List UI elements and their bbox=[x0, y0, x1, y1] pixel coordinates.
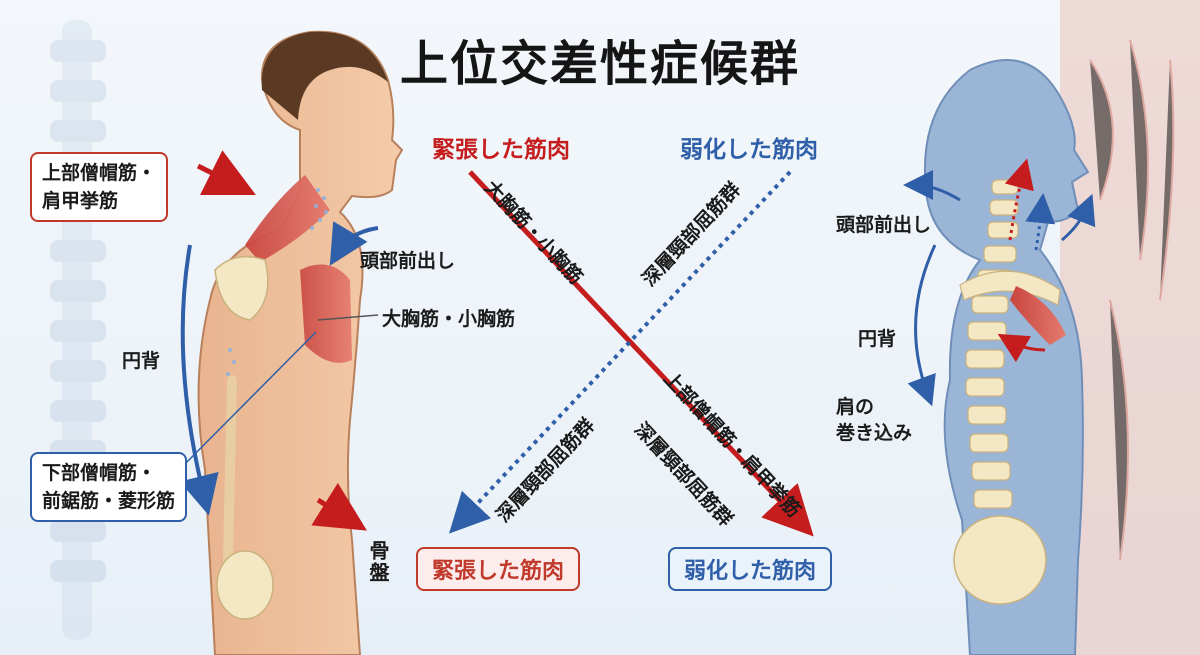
left-head-forward-label: 頭部前出し bbox=[360, 250, 456, 272]
lower-trapezius-box: 下部僧帽筋・ 前鋸筋・菱形筋 bbox=[30, 452, 188, 522]
right-shoulder-roll-line2: 巻き込み bbox=[836, 422, 913, 444]
left-pectorals-label: 大胸筋・小胸筋 bbox=[382, 308, 516, 330]
right-round-back-arrow bbox=[907, 244, 937, 407]
right-head-arrow-left bbox=[903, 170, 961, 202]
upper-trapezius-line2: 肩甲挙筋 bbox=[42, 190, 119, 212]
left-bottom-red-arrow bbox=[311, 482, 367, 531]
lower-box-pointer bbox=[174, 331, 317, 475]
right-red-dotted-arrow bbox=[1004, 158, 1034, 241]
tense-muscles-header: 緊張した筋肉 bbox=[432, 137, 570, 163]
left-pelvis-label: 骨盤 bbox=[366, 540, 390, 584]
right-figure bbox=[924, 0, 1200, 655]
right-round-back-label: 円背 bbox=[858, 328, 897, 350]
left-round-back-label: 円背 bbox=[122, 350, 161, 372]
weak-muscles-header: 弱化した筋肉 bbox=[680, 137, 818, 163]
left-head-forward-arrow bbox=[329, 221, 379, 266]
faded-spine-left bbox=[50, 20, 106, 640]
right-shoulder-red-arrow bbox=[997, 333, 1046, 363]
right-head-forward-label: 頭部前出し bbox=[836, 214, 932, 236]
lower-trapezius-line2: 前鋸筋・菱形筋 bbox=[42, 490, 176, 512]
right-head-arrow-right bbox=[1061, 193, 1096, 242]
weak-muscles-footer: 弱化した筋肉 bbox=[668, 547, 833, 591]
upper-trapezius-line1: 上部僧帽筋・ bbox=[42, 162, 157, 184]
upper-trapezius-box: 上部僧帽筋・ 肩甲挙筋 bbox=[30, 152, 169, 222]
left-figure bbox=[197, 30, 404, 655]
left-round-back-arrow bbox=[179, 244, 219, 516]
left-top-red-arrow bbox=[196, 150, 256, 195]
lower-trapezius-line1: 下部僧帽筋・ bbox=[42, 462, 157, 484]
right-shoulder-roll-line1: 肩の bbox=[836, 396, 875, 418]
pectoral-pointer bbox=[317, 314, 379, 321]
red-cross-line bbox=[468, 170, 814, 537]
page-title: 上位交差性症候群 bbox=[399, 36, 800, 92]
right-shoulder-roll-label: 肩の 巻き込み bbox=[836, 394, 912, 446]
tense-muscles-footer: 緊張した筋肉 bbox=[416, 547, 581, 591]
